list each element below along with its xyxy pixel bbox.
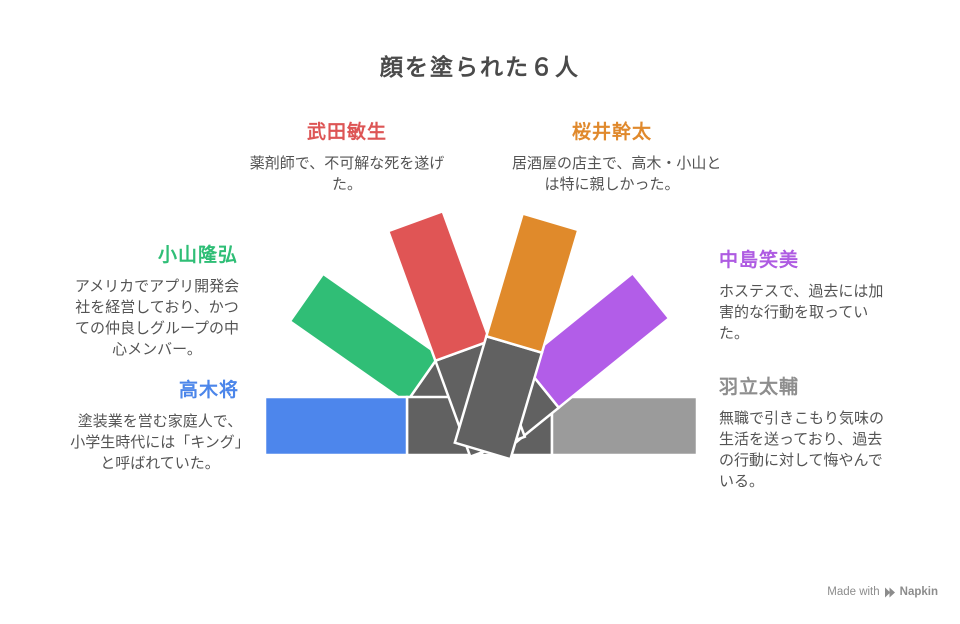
made-with-label: Made with [827, 586, 880, 598]
description-line: ての仲良しグループの中 [74, 320, 240, 337]
diagram-title: 顔を塗られた６人 [380, 54, 580, 80]
description-line: 社を経営しており、かつ [75, 299, 239, 316]
napkin-credit[interactable]: Made with Napkin [827, 586, 938, 598]
person-name: 武田敏生 [306, 122, 387, 143]
description-line: 薬剤師で、不可解な死を遂げ [249, 155, 445, 172]
person-description: 塗装業を営む家庭人で、 小学生時代には「キング」 と呼ばれていた。 [60, 411, 260, 474]
description-line: の行動に対して悔やんで [719, 452, 883, 469]
description-line: 無職で引きこもり気味の [719, 410, 885, 427]
description-line: 小学生時代には「キング」 [70, 434, 250, 451]
fan-blade-sakurai [453, 211, 580, 461]
description-line: と呼ばれていた。 [100, 455, 220, 472]
person-description: 居酒屋の店主で、高木・小山と は特に親しかった。 [512, 153, 722, 195]
fan-blade-color-segment [484, 211, 580, 355]
person-label-takagi: 高木将 塗装業を営む家庭人で、 小学生時代には「キング」 と呼ばれていた。 [60, 378, 260, 474]
person-name: 中島笑美 [719, 250, 800, 271]
description-line: 害的な行動を取ってい [719, 304, 869, 321]
person-label-hadate: 羽立太輔 無職で引きこもり気味の 生活を送っており、過去 の行動に対して悔やんで… [719, 375, 909, 492]
fan-blade-color-segment [550, 395, 699, 457]
description-line: 居酒屋の店主で、高木・小山と [512, 155, 722, 172]
person-name: 桜井幹太 [571, 122, 652, 143]
description-line: 生活を送っており、過去 [719, 431, 883, 448]
fan-blade-color-segment [386, 209, 492, 363]
napkin-logo-icon [884, 587, 895, 597]
person-description: 無職で引きこもり気味の 生活を送っており、過去 の行動に対して悔やんで いる。 [719, 408, 909, 492]
person-name: 小山隆弘 [157, 245, 238, 266]
fan-blade-color-segment [263, 395, 409, 457]
description-line: ホステスで、過去には加 [719, 283, 884, 300]
napkin-brand-label: Napkin [899, 586, 938, 598]
description-line: た。 [719, 325, 750, 342]
person-name: 高木将 [178, 380, 239, 401]
person-description: 薬剤師で、不可解な死を遂げ た。 [247, 153, 447, 195]
description-line: 塗装業を営む家庭人で、 [77, 413, 243, 430]
person-name: 羽立太輔 [719, 377, 800, 398]
fan-blade-takagi [263, 395, 484, 457]
person-label-takeda: 武田敏生 薬剤師で、不可解な死を遂げ た。 [247, 120, 447, 195]
description-line: アメリカでアプリ開発会 [74, 278, 240, 295]
person-label-sakurai: 桜井幹太 居酒屋の店主で、高木・小山と は特に親しかった。 [512, 120, 722, 195]
person-label-nakajima: 中島笑美 ホステスで、過去には加 害的な行動を取ってい た。 [719, 248, 909, 344]
person-label-koyama: 小山隆弘 アメリカでアプリ開発会 社を経営しており、かつ ての仲良しグループの中… [57, 243, 257, 360]
description-line: 心メンバー。 [112, 341, 202, 358]
description-line: は特に親しかった。 [544, 176, 680, 193]
person-description: アメリカでアプリ開発会 社を経営しており、かつ ての仲良しグループの中 心メンバ… [57, 276, 257, 360]
person-description: ホステスで、過去には加 害的な行動を取ってい た。 [719, 281, 909, 344]
fan-blade-color-segment [520, 271, 671, 410]
fan-blade-color-segment [288, 272, 442, 405]
description-line: いる。 [719, 473, 765, 490]
description-line: た。 [331, 176, 362, 193]
